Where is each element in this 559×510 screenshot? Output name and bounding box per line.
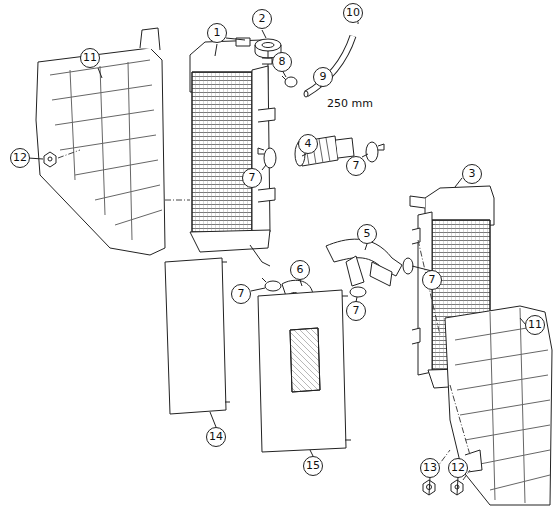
nut bbox=[44, 152, 463, 495]
callout-number: 4 bbox=[298, 134, 318, 154]
cover-plate bbox=[165, 258, 230, 414]
callout-number: 2 bbox=[252, 9, 272, 29]
callout-number: 7 bbox=[231, 284, 251, 304]
callout-number: 7 bbox=[422, 270, 442, 290]
callout-number: 7 bbox=[346, 156, 366, 176]
radiator-shroud bbox=[36, 28, 165, 255]
callout-number: 5 bbox=[357, 224, 377, 244]
callout-number: 12 bbox=[10, 148, 30, 168]
left-radiator bbox=[190, 38, 275, 266]
callout-number: 11 bbox=[80, 48, 100, 68]
hose-clamp bbox=[282, 76, 297, 87]
callout-number: 8 bbox=[272, 52, 292, 72]
callout-number: 13 bbox=[420, 458, 440, 478]
callout-number: 7 bbox=[242, 168, 262, 188]
callout-number: 11 bbox=[525, 315, 545, 335]
assembly-line bbox=[58, 150, 470, 480]
callout-number: 3 bbox=[462, 164, 482, 184]
callout-number: 6 bbox=[290, 260, 310, 280]
dimension-label: 250 mm bbox=[326, 97, 374, 110]
callout-number: 12 bbox=[448, 458, 468, 478]
leader-line bbox=[28, 20, 526, 495]
radiator-shroud bbox=[445, 306, 552, 505]
callout-number: 10 bbox=[343, 3, 363, 23]
t-pipe-hose bbox=[326, 239, 402, 286]
callout-number: 14 bbox=[206, 427, 226, 447]
callout-number: 9 bbox=[313, 67, 333, 87]
cover-plate bbox=[258, 290, 351, 452]
callout-number: 15 bbox=[303, 456, 323, 476]
overflow-hose bbox=[304, 36, 353, 97]
callout-number: 7 bbox=[346, 301, 366, 321]
callout-number: 1 bbox=[207, 23, 227, 43]
